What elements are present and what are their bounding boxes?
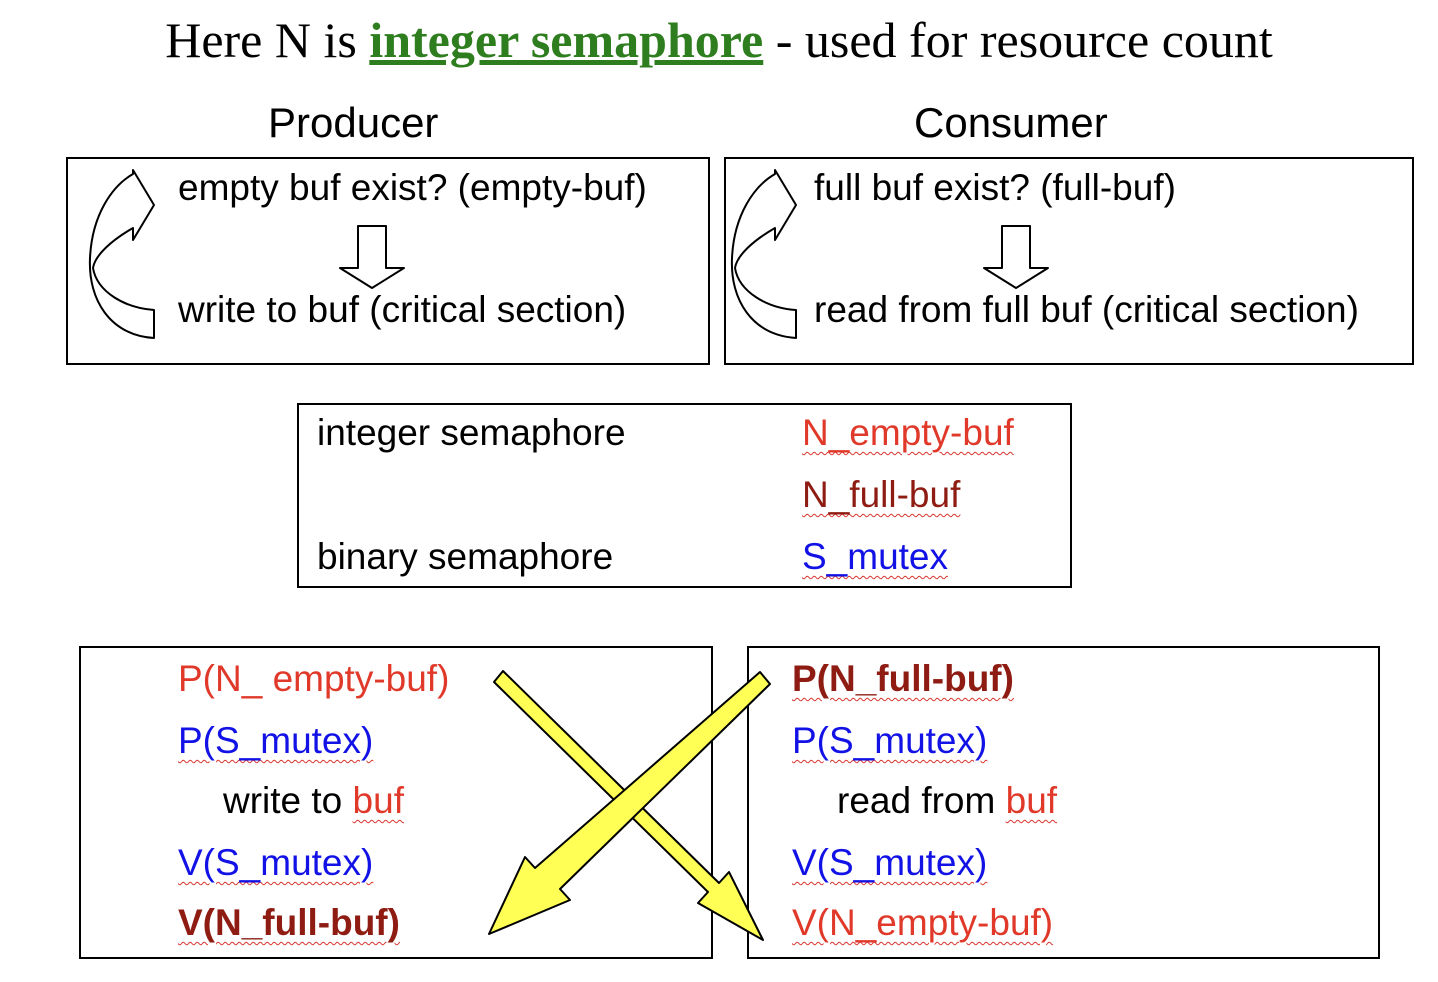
title-suffix: - used for resource count <box>763 12 1273 68</box>
consumer-heading: Consumer <box>914 99 1108 146</box>
binary-semaphore-label: binary semaphore <box>317 536 614 577</box>
title-highlight: integer semaphore <box>369 12 764 68</box>
producer-step-check: empty buf exist? (empty-buf) <box>178 167 647 208</box>
consumer-code-v-mutex: V(S_mutex) <box>792 842 988 883</box>
producer-code-p-mutex: P(S_mutex) <box>178 720 374 761</box>
consumer-step-check: full buf exist? (full-buf) <box>814 167 1176 208</box>
consumer-flow-box <box>724 157 1414 365</box>
semaphore-s-mutex: S_mutex <box>802 536 949 577</box>
consumer-code-p-full: P(N_full-buf) <box>792 658 1014 699</box>
producer-code-v-full: V(N_full-buf) <box>178 902 400 943</box>
producer-code-write: write to buf <box>223 779 404 823</box>
consumer-read-text: read from <box>837 780 1006 821</box>
page-title: Here N is integer semaphore - used for r… <box>0 10 1438 70</box>
title-prefix: Here N is <box>165 12 370 68</box>
consumer-read-buf: buf <box>1005 780 1058 821</box>
semaphore-n-full-buf: N_full-buf <box>802 474 961 515</box>
consumer-step-read: read from full buf (critical section) <box>814 289 1359 330</box>
consumer-code-p-mutex: P(S_mutex) <box>792 720 988 761</box>
semaphore-n-empty-buf: N_empty-buf <box>802 412 1014 453</box>
producer-code-p-empty: P(N_ empty-buf) <box>178 658 450 699</box>
producer-write-buf: buf <box>352 780 404 821</box>
producer-step-write: write to buf (critical section) <box>178 289 627 330</box>
consumer-code-read: read from buf <box>837 779 1057 823</box>
consumer-code-box <box>747 646 1380 959</box>
consumer-code-v-empty: V(N_empty-buf) <box>792 902 1054 943</box>
semaphore-legend-box <box>297 403 1072 588</box>
producer-heading: Producer <box>268 99 439 146</box>
producer-write-text: write to <box>223 780 353 821</box>
integer-semaphore-label: integer semaphore <box>317 412 626 453</box>
producer-code-v-mutex: V(S_mutex) <box>178 842 374 883</box>
